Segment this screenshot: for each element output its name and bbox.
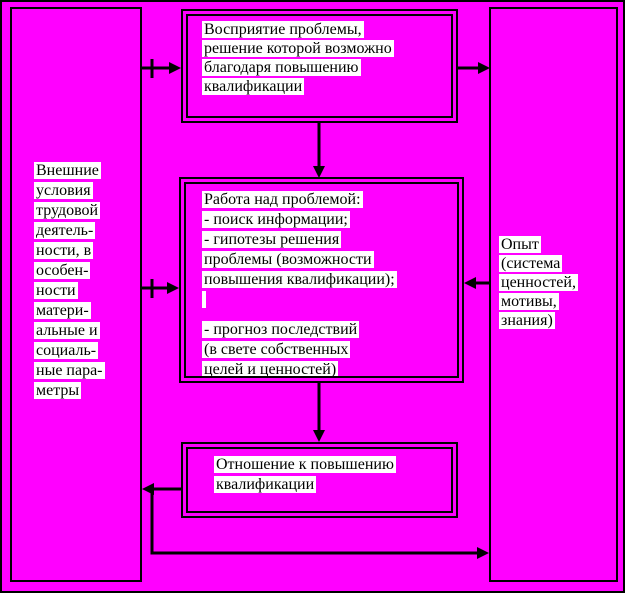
text-line-span: - поиск информации; [202, 211, 350, 228]
experience-text: Опыт (система ценностей, мотивы, знания) [491, 9, 616, 330]
text-line-span: - гипотезы решения [202, 231, 342, 248]
attitude-text: Отношение к повышению квалификации [186, 447, 453, 513]
text-line-span: ности, в [34, 242, 94, 259]
text-line-span: знания) [499, 312, 555, 329]
text-line: Работа над проблемой: [202, 190, 457, 210]
text-line: решение которой возможно [202, 39, 451, 58]
arrow-experience-to-work [464, 277, 489, 289]
text-line: метры [34, 381, 140, 401]
text-line-span: Опыт [499, 236, 541, 253]
external-conditions-text: Внешние условия трудовой деятель- ности,… [12, 9, 140, 401]
text-line: матери- [34, 301, 140, 321]
text-line: квалификации [214, 475, 451, 495]
text-line-span: матери- [34, 302, 91, 319]
text-line-span: решение которой возможно [202, 40, 394, 57]
text-line-span: - прогноз последствий [202, 321, 360, 338]
text-line-span: благодаря повышению [202, 59, 361, 76]
problem-perception-text: Восприятие проблемы, решение которой воз… [186, 14, 453, 118]
text-line-span: особен- [34, 262, 91, 279]
text-line-span: трудовой [34, 202, 101, 219]
text-line-span: социаль- [34, 342, 99, 359]
text-line-span: метры [34, 382, 82, 399]
text-line: знания) [499, 311, 616, 330]
text-line: ности [34, 281, 140, 301]
text-line-span: Восприятие проблемы, [202, 21, 364, 38]
text-line-span: (система [499, 255, 563, 272]
text-line: целей и ценностей) [202, 360, 457, 378]
text-line: - гипотезы решения [202, 230, 457, 250]
text-line: - прогноз последствий [202, 320, 457, 340]
text-line: условия [34, 181, 140, 201]
text-line-span [202, 291, 206, 308]
text-line-span: ценностей, [499, 274, 578, 291]
text-line: Опыт [499, 235, 616, 254]
text-line-span: Внешние [34, 162, 101, 179]
text-line: благодаря повышению [202, 58, 451, 77]
text-line-span: ности [34, 282, 78, 299]
problem-work-box: Работа над проблемой: - поиск информации… [179, 177, 464, 383]
text-line-span: ные пара- [34, 362, 105, 379]
text-line: трудовой [34, 201, 140, 221]
text-line-span: мотивы, [499, 293, 559, 310]
text-line: мотивы, [499, 292, 616, 311]
text-line-span: условия [34, 182, 93, 199]
experience-box: Опыт (система ценностей, мотивы, знания) [489, 7, 618, 582]
text-line-span: повышения квалификации); [202, 271, 397, 288]
text-line-span: Отношение к повышению [214, 456, 396, 473]
arrow-perception-to-experience [458, 62, 490, 74]
text-line: Отношение к повышению [214, 455, 451, 475]
text-line: альные и [34, 321, 140, 341]
text-line-span: квалификации [214, 476, 317, 493]
text-line: ности, в [34, 241, 140, 261]
arrow-work-to-attitude [313, 383, 325, 442]
text-line: - поиск информации; [202, 210, 457, 230]
text-line: Восприятие проблемы, [202, 20, 451, 39]
text-line-span: (в свете собственных [202, 341, 351, 358]
text-line: ные пара- [34, 361, 140, 381]
arrow-attitude-to-left [142, 483, 181, 495]
arrow-left-to-work [142, 279, 179, 298]
text-line: ценностей, [499, 273, 616, 292]
problem-work-text: Работа над проблемой: - поиск информации… [184, 182, 459, 378]
external-conditions-box: Внешние условия трудовой деятель- ности,… [10, 7, 142, 582]
problem-perception-box: Восприятие проблемы, решение которой воз… [181, 9, 458, 123]
text-line: квалификации [202, 77, 451, 96]
text-line-span: квалификации [202, 78, 305, 95]
text-line-blank [202, 290, 457, 320]
text-line-span: деятель- [34, 222, 96, 239]
text-line: (в свете собственных [202, 340, 457, 360]
text-line-span: альные и [34, 322, 100, 339]
text-line: повышения квалификации); [202, 270, 457, 290]
text-line: проблемы (возможности [202, 250, 457, 270]
text-line: социаль- [34, 341, 140, 361]
text-line-span: проблемы (возможности [202, 251, 374, 268]
attitude-box: Отношение к повышению квалификации [181, 442, 458, 518]
text-line-span: целей и ценностей) [202, 361, 339, 378]
arrow-left-to-perception [142, 59, 181, 78]
text-line: Внешние [34, 161, 140, 181]
arrow-perception-to-work [313, 123, 325, 178]
text-line: (система [499, 254, 616, 273]
text-line: деятель- [34, 221, 140, 241]
text-line: особен- [34, 261, 140, 281]
text-line-span: Работа над проблемой: [202, 191, 363, 208]
